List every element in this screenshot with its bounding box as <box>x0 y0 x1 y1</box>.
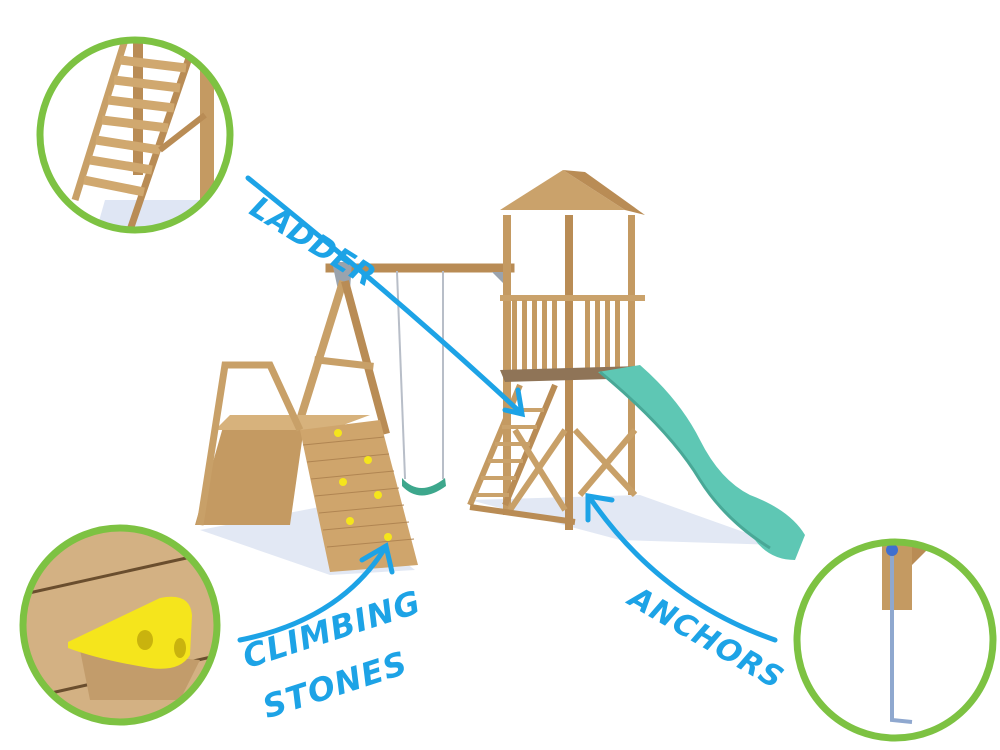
ladder-arrow <box>245 175 523 415</box>
climbing-stone-callout <box>19 524 221 726</box>
arrows <box>237 175 778 643</box>
anchor-callout <box>793 538 997 742</box>
ladder-callout <box>36 36 234 234</box>
green-ring <box>793 538 997 742</box>
climbing-wall <box>195 361 418 572</box>
green-ring <box>36 36 234 234</box>
swing-seat <box>402 478 446 496</box>
climbing-stones <box>334 429 392 541</box>
tower <box>467 170 645 530</box>
anchors-arrow <box>587 495 778 643</box>
slide <box>598 365 805 560</box>
climbing-arrow <box>237 545 388 643</box>
green-ring <box>19 524 221 726</box>
